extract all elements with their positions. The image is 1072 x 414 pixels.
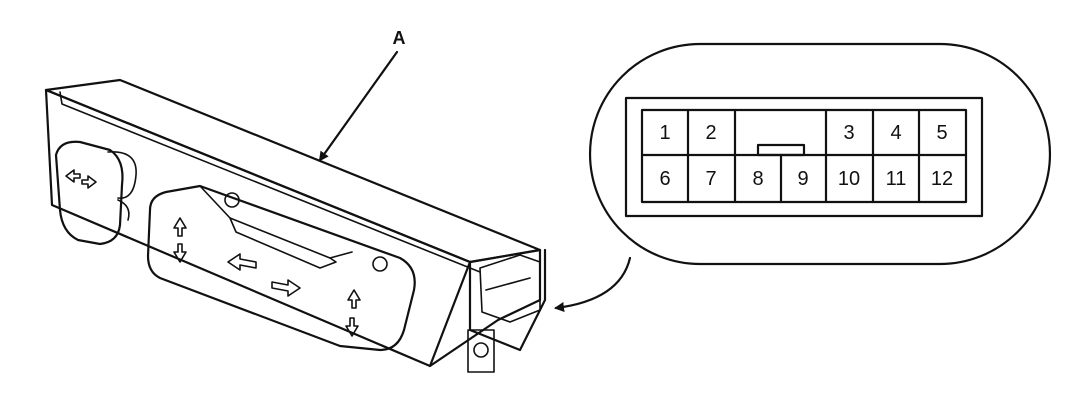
connector-lock-tab (756, 143, 806, 157)
pin-4: 4 (890, 122, 901, 144)
switch-assembly (44, 78, 547, 373)
plug-tab-hole (473, 342, 489, 358)
housing-edge (59, 91, 481, 273)
connector-shell (624, 96, 984, 218)
pin-8: 8 (752, 168, 763, 190)
small-knob-arrows-icon (65, 169, 97, 189)
pin-6: 6 (659, 168, 670, 190)
pin-5: 5 (936, 122, 947, 144)
pin-1: 1 (659, 122, 670, 144)
plug-body (468, 248, 547, 352)
callout-label-a: A (393, 28, 406, 48)
pin-7: 7 (705, 168, 716, 190)
plug-tab (467, 329, 495, 373)
detail-pointer-arrow (554, 256, 632, 312)
pin-12: 12 (931, 168, 953, 190)
pin-11: 11 (886, 168, 907, 190)
plug-face (479, 254, 541, 323)
seat-switch-slot (229, 217, 337, 269)
detail-bubble (588, 42, 1052, 266)
pin-3: 3 (843, 122, 854, 144)
pin-10: 10 (838, 168, 860, 190)
seat-switch-knob (146, 184, 416, 352)
callout-leader-arrow (318, 50, 399, 162)
housing-end-face (428, 248, 542, 368)
connector-detail: 1 2 3 4 5 6 7 8 9 10 11 12 (588, 42, 1052, 266)
small-switch-knob (54, 140, 124, 246)
pin-9: 9 (797, 168, 808, 190)
seat-switch-arrows-icon (173, 217, 361, 337)
pin-2: 2 (705, 122, 716, 144)
